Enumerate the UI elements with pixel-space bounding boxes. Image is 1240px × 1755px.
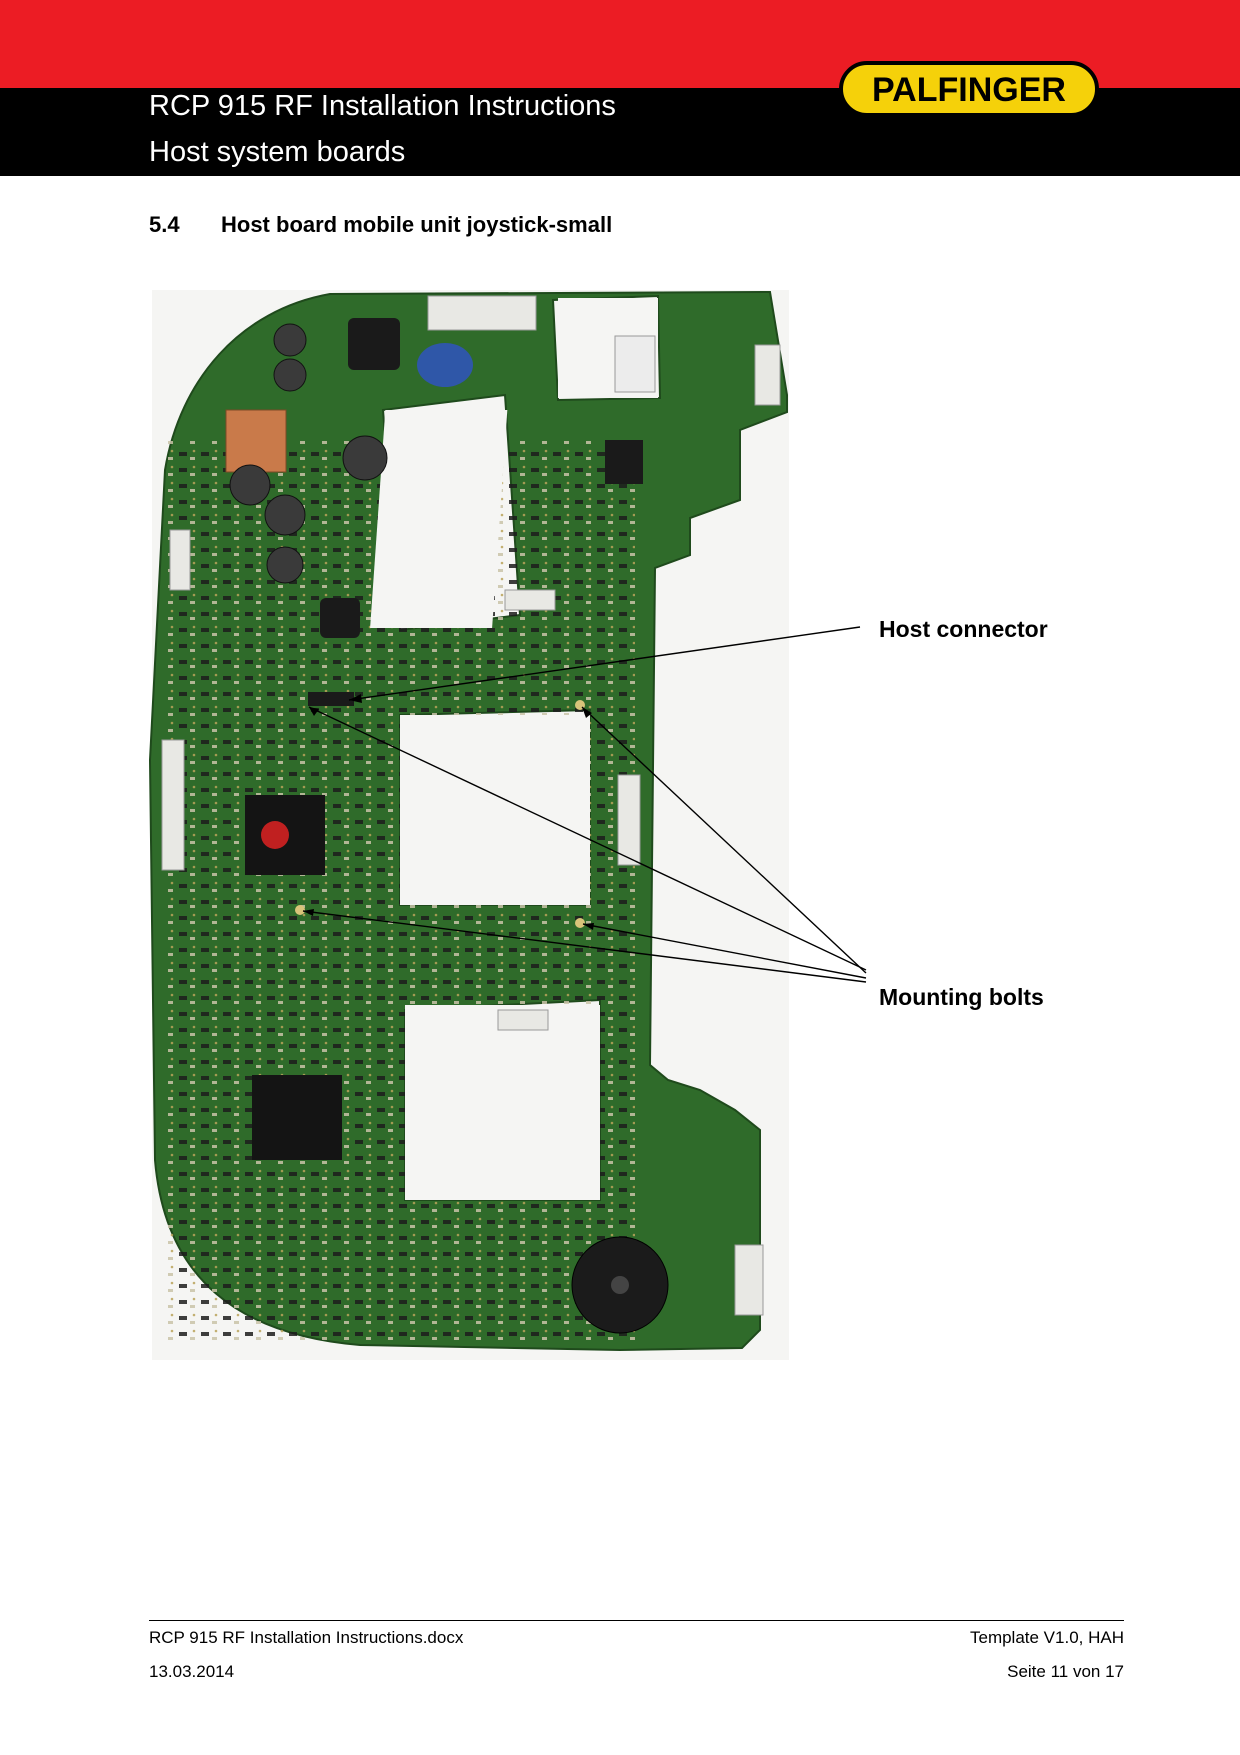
cutout-top [370,410,508,628]
footer-template: Template V1.0, HAH [969,1628,1124,1647]
host-connector-socket [504,589,556,611]
host-connector-pins [308,692,354,706]
host-board-photo [148,290,867,1360]
footer-page-number: Seite 11 von 17 [1007,1662,1124,1681]
callout-host-connector: Host connector [879,616,1048,642]
palfinger-logo: PALFINGER [839,61,1099,117]
document-subtitle: Host system boards [149,136,406,168]
cutout-bottom [405,1005,600,1200]
mounting-bolt-3 [575,918,585,928]
callout-lines [302,626,867,983]
footer-rule [149,1620,1124,1621]
section-number: 5.4 [149,212,180,237]
processor-chip [252,1075,342,1160]
document-title: RCP 915 RF Installation Instructions [149,90,616,122]
small-white-connector [614,335,656,393]
section-title: Host board mobile unit joystick-small [221,212,613,237]
callout-mounting-bolts: Mounting bolts [879,984,1044,1010]
callout-arrowheads [303,694,594,930]
power-inductor [320,598,360,638]
mounting-bolt-2 [295,905,305,915]
inductor-coil [225,409,287,473]
logo-text: PALFINGER [872,71,1066,109]
top-header-connector [427,295,537,331]
footer-filename: RCP 915 RF Installation Instructions.doc… [149,1628,464,1647]
cutout-middle [400,715,590,905]
blue-capacitor [417,343,473,387]
footer-date: 13.03.2014 [149,1662,235,1681]
section-heading: 5.4 Host board mobile unit joystick-small [149,212,612,238]
